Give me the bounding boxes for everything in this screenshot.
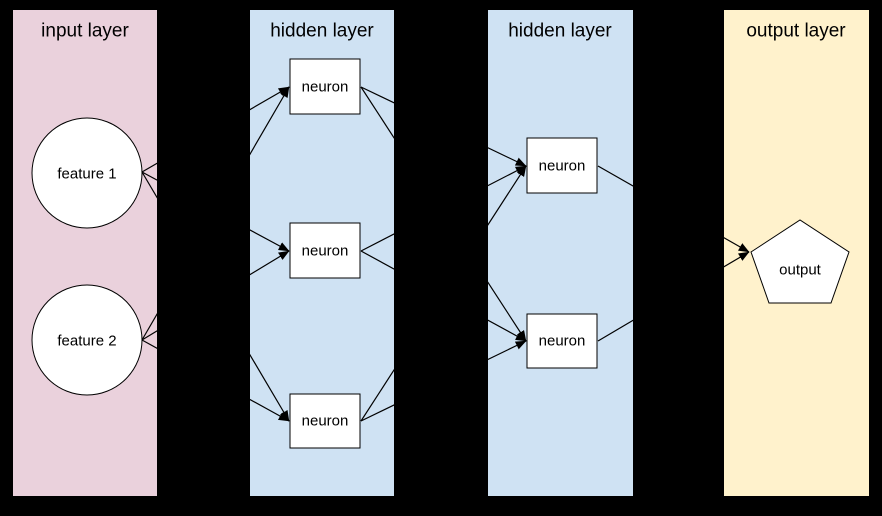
panel-hidden-layer-2 [488,10,633,496]
nodes-group [31,58,850,449]
edge-h1n1-to-h2n1 [360,86,527,167]
node-label-h2-neuron-1: neuron [539,158,586,175]
edges-group [141,86,750,422]
edge-f1-to-h1n3 [141,171,290,422]
edge-f2-to-h1n3 [141,339,290,422]
node-label-feature-1: feature 1 [57,166,116,183]
node-h1-neuron-2 [289,222,361,279]
node-output-pentagon [750,219,850,304]
node-h2-neuron-1 [526,137,598,194]
panel-input-layer [13,10,157,496]
edge-f1-to-h1n2 [141,171,290,252]
layer-title-hidden-1: hidden layer [270,21,374,42]
node-h2-neuron-2 [526,313,598,369]
layer-title-input: input layer [41,21,129,42]
edge-h2n1-to-out [597,165,750,253]
node-label-feature-2: feature 2 [57,333,116,350]
edge-h1n3-to-h2n1 [360,165,527,422]
edge-h1n2-to-h2n1 [360,165,527,252]
layer-title-hidden-2: hidden layer [508,21,612,42]
edge-f2-to-h1n1 [141,86,290,341]
node-feature-2 [31,284,143,396]
edge-h1n2-to-h2n2 [360,250,527,342]
node-label-h1-neuron-3: neuron [302,413,349,430]
layer-title-output: output layer [746,21,846,42]
node-feature-1 [31,117,143,229]
edge-h1n3-to-h2n2 [360,340,527,422]
edge-h2n2-to-out [597,251,750,342]
node-h1-neuron-3 [289,393,361,449]
edge-f1-to-h1n1 [141,86,290,173]
node-label-h1-neuron-2: neuron [302,243,349,260]
node-label-h1-neuron-1: neuron [302,79,349,96]
labels-group: input layer hidden layer hidden layer ou… [41,21,846,430]
node-h1-neuron-1 [289,58,361,115]
edge-f2-to-h1n2 [141,250,290,341]
edge-h1n1-to-h2n2 [360,86,527,342]
node-label-output: output [779,262,822,279]
node-label-h2-neuron-2: neuron [539,333,586,350]
